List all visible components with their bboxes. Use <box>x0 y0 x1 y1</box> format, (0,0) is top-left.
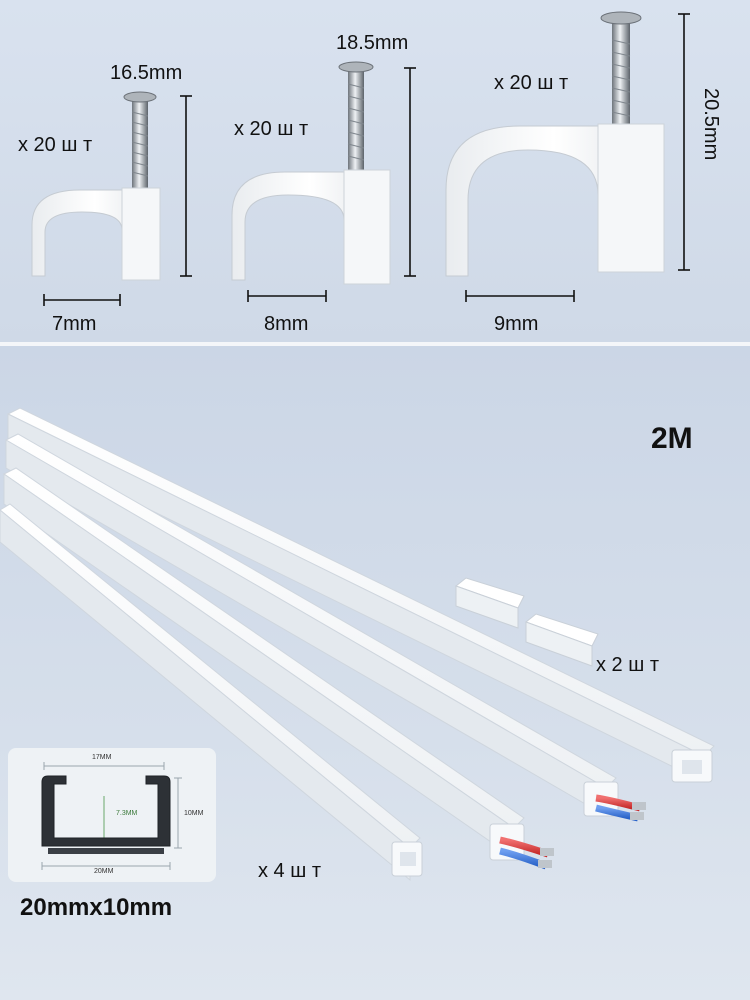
nail-thread <box>131 111 149 177</box>
channels-count: x 4 ш т <box>258 860 321 882</box>
profile-drawing <box>41 762 182 870</box>
end-caps-count: x 2 ш т <box>596 654 659 676</box>
clip-3-count: x 20 ш т <box>494 72 569 94</box>
clip-2-height: 18.5mm <box>336 32 409 54</box>
cable-clips-illustration <box>31 11 690 306</box>
channel-rail-4 <box>0 503 423 882</box>
panel-divider <box>0 342 750 346</box>
channel-rail-3 <box>3 467 554 870</box>
channel-rail-1 <box>6 407 715 783</box>
clip-3-width: 9mm <box>494 313 539 335</box>
end-cap-2 <box>524 613 599 667</box>
cable-clips-panel: x 20 ш т 16.5mm 7mm x 20 ш т 18.5mm 8mm … <box>0 0 750 342</box>
clip-2-width: 8mm <box>264 313 309 335</box>
clip-9mm <box>445 11 665 277</box>
clip-1-count: x 20 ш т <box>18 134 93 156</box>
clip-1-height: 16.5mm <box>110 62 183 84</box>
nail-head <box>338 61 374 73</box>
cable-channel-panel: 2M x 2 ш т x 4 ш т 20mmx10mm <box>0 346 750 1000</box>
profile-bottom-width: 20MM <box>94 868 114 875</box>
profile-top-width: 17MM <box>92 754 112 761</box>
nail-thread <box>347 83 365 161</box>
channel-rail-2 <box>4 433 646 822</box>
nail-thread <box>611 39 631 117</box>
nail-head <box>600 11 642 25</box>
channel-profile-diagram: 17MM 7.3MM 10MM 20MM <box>8 748 216 882</box>
channel-size-label: 20mmx10mm <box>20 894 173 921</box>
clip-8mm <box>231 61 391 285</box>
cable-channel-illustration <box>0 407 715 882</box>
clip-7mm <box>31 91 161 281</box>
clip-2-count: x 20 ш т <box>234 118 309 140</box>
channel-length: 2M <box>651 422 693 455</box>
nail-head <box>123 91 157 103</box>
profile-outer-height: 10MM <box>184 810 204 817</box>
dimension-lines <box>43 13 690 306</box>
end-cap-1 <box>454 577 525 629</box>
clip-1-width: 7mm <box>52 313 97 335</box>
clip-3-height: 20.5mm <box>700 88 722 161</box>
profile-inner-height: 7.3MM <box>116 810 138 817</box>
nail-shaft <box>612 20 630 138</box>
